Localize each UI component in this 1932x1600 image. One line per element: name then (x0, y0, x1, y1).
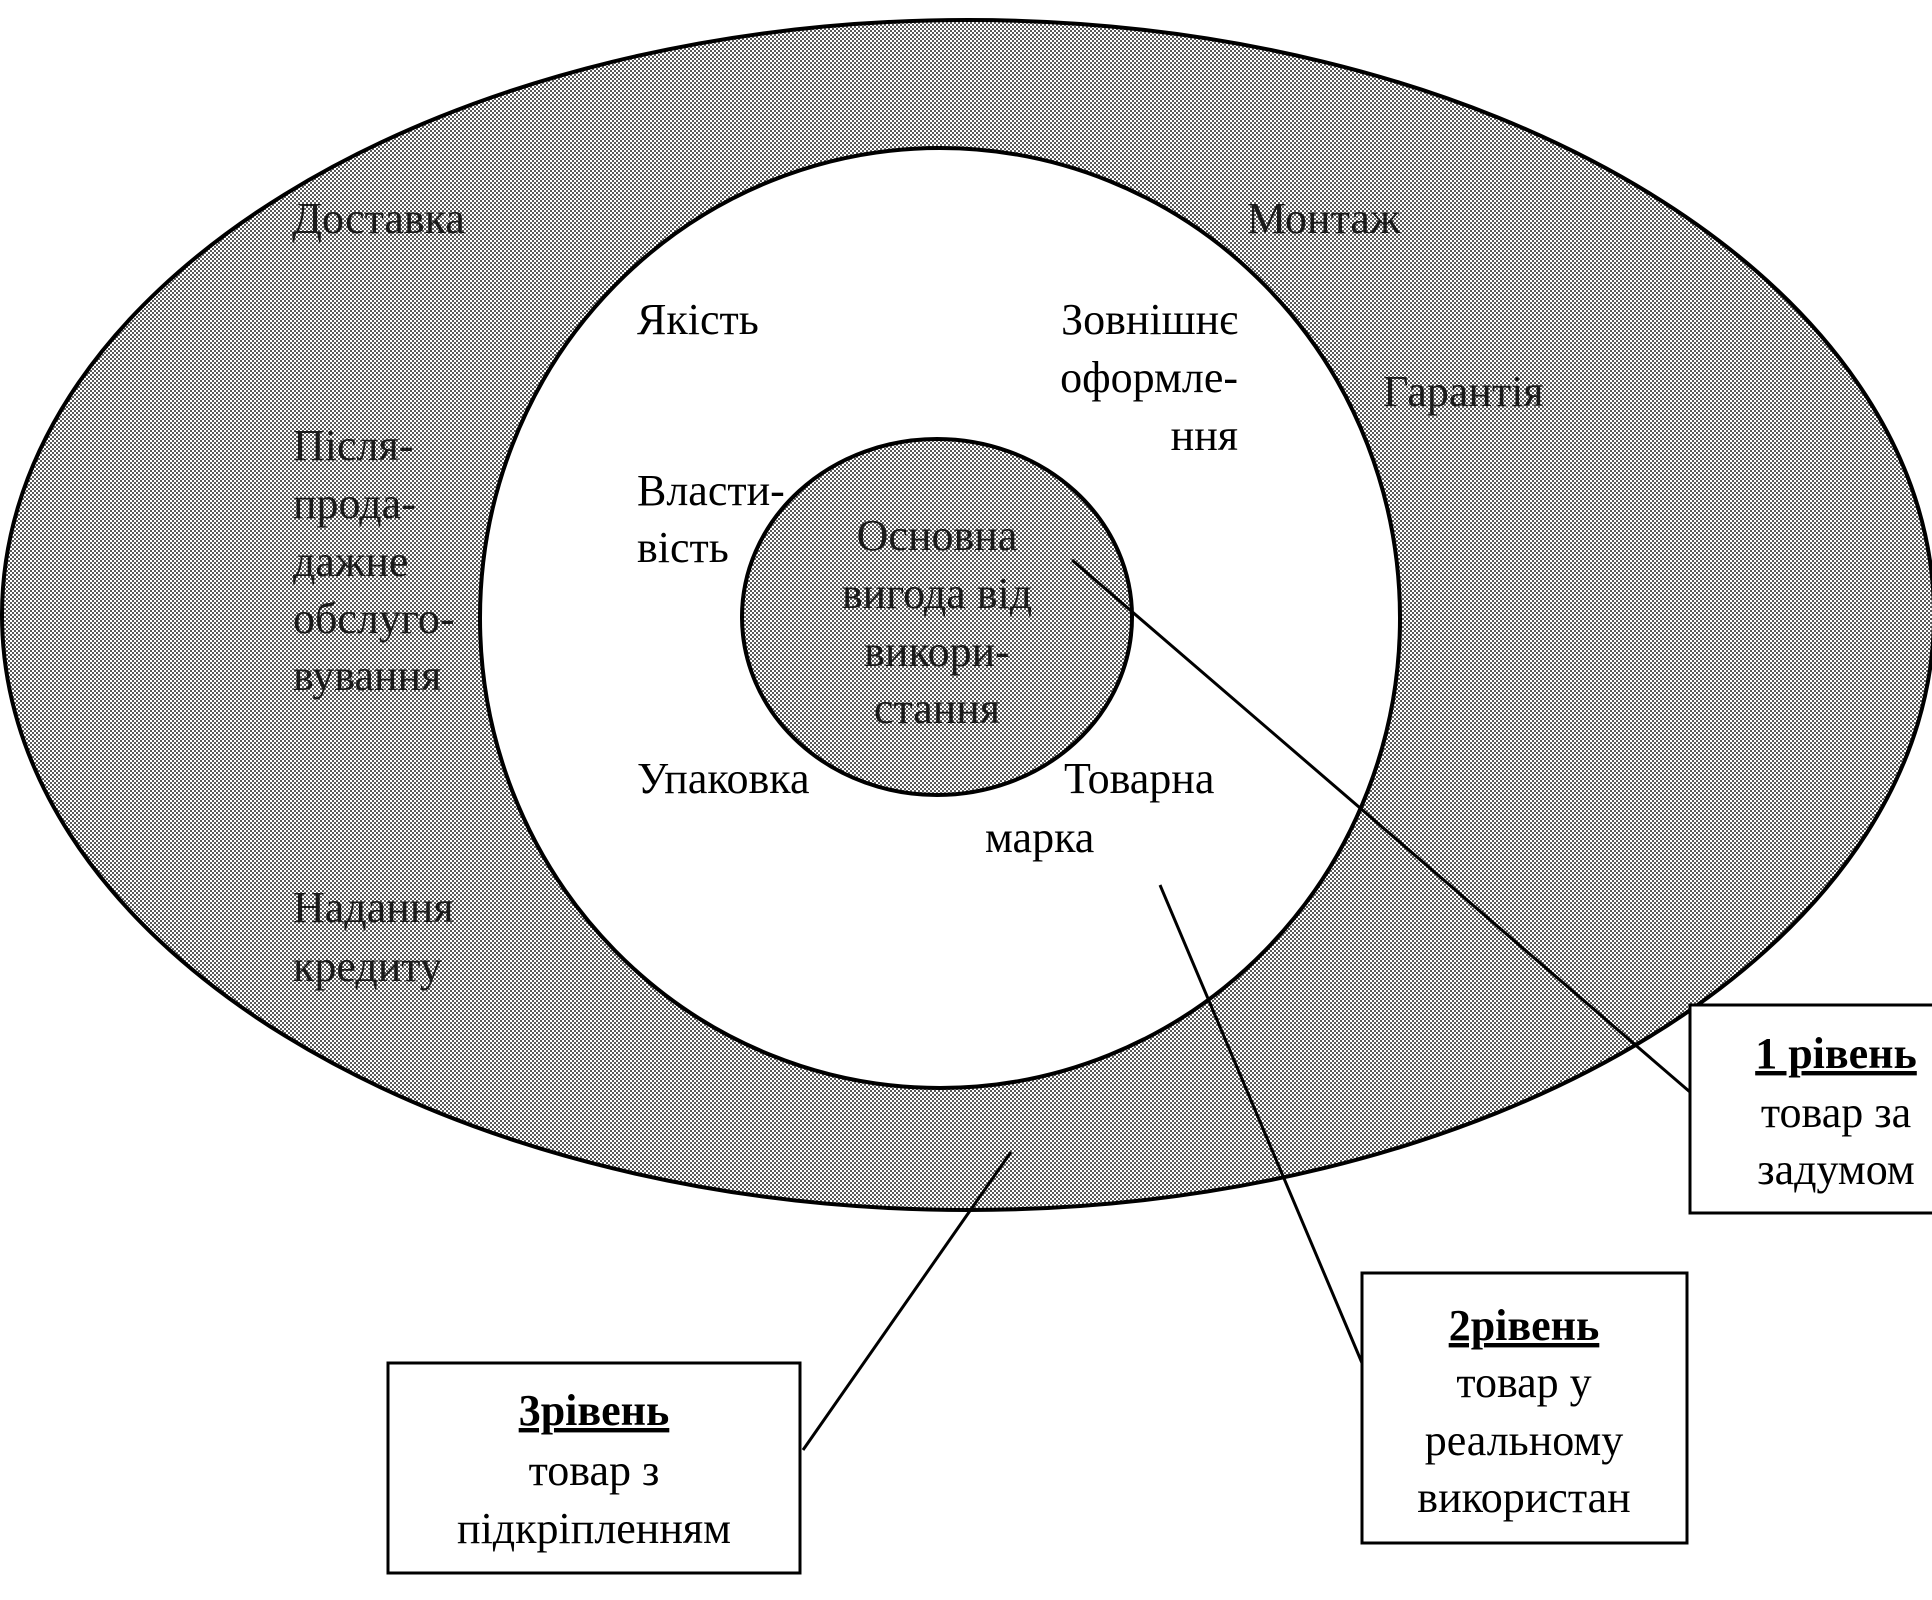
leader-line-level3 (801, 1151, 1013, 1451)
label-brand-2: марка (985, 813, 1094, 862)
callout-level2: 2рівень товар у реальному використан (1360, 1271, 1689, 1545)
label-design-2: оформле- (1060, 353, 1238, 402)
callout-level1-line1: товар за (1761, 1088, 1911, 1137)
callout-level1-line2: задумом (1757, 1145, 1915, 1194)
label-delivery: Доставка (292, 194, 465, 243)
leader-line-level1 (1071, 558, 1691, 1094)
callout-level3-title: 3рівень (519, 1386, 670, 1435)
label-packaging: Упаковка (637, 754, 810, 803)
label-after-sales-4: обслуго- (293, 594, 454, 643)
label-design-1: Зовнішнє (1061, 295, 1238, 344)
callout-level1-title: 1 рівень (1755, 1029, 1917, 1078)
core-circle (740, 437, 1134, 797)
label-installation: Монтаж (1247, 194, 1401, 243)
label-core-1: Основна (857, 511, 1018, 560)
label-warranty: Гарантія (1383, 367, 1544, 416)
leader-line-level2 (1158, 884, 1364, 1364)
callout-level1: 1 рівень товар за задумом (1688, 1003, 1932, 1215)
label-after-sales-3: дажне (293, 537, 408, 586)
label-credit-2: кредиту (293, 942, 442, 991)
callout-level2-title: 2рівень (1449, 1301, 1600, 1350)
callout-level2-line1: товар у (1456, 1358, 1591, 1407)
callout-level3-line2: підкріпленням (457, 1504, 731, 1553)
label-core-3: викори- (864, 627, 1010, 676)
label-brand-1: Товарна (1064, 754, 1214, 803)
callout-level3-line1: товар з (529, 1446, 660, 1495)
callout-level3: 3рівень товар з підкріпленням (386, 1361, 802, 1575)
callout-level2-line2: реальному (1425, 1416, 1624, 1465)
label-design-3: ння (1171, 411, 1238, 460)
label-after-sales-2: прода- (293, 479, 416, 528)
label-quality: Якість (637, 295, 759, 344)
label-core-2: вигода від (842, 569, 1032, 618)
label-credit-1: Надання (293, 883, 454, 932)
label-property-1: Власти- (637, 466, 785, 515)
label-property-2: вість (637, 523, 729, 572)
callout-level2-line3: використан (1417, 1473, 1630, 1522)
label-after-sales-1: Після- (293, 421, 413, 470)
label-after-sales-5: вування (293, 651, 441, 700)
label-core-4: стання (874, 684, 1000, 733)
